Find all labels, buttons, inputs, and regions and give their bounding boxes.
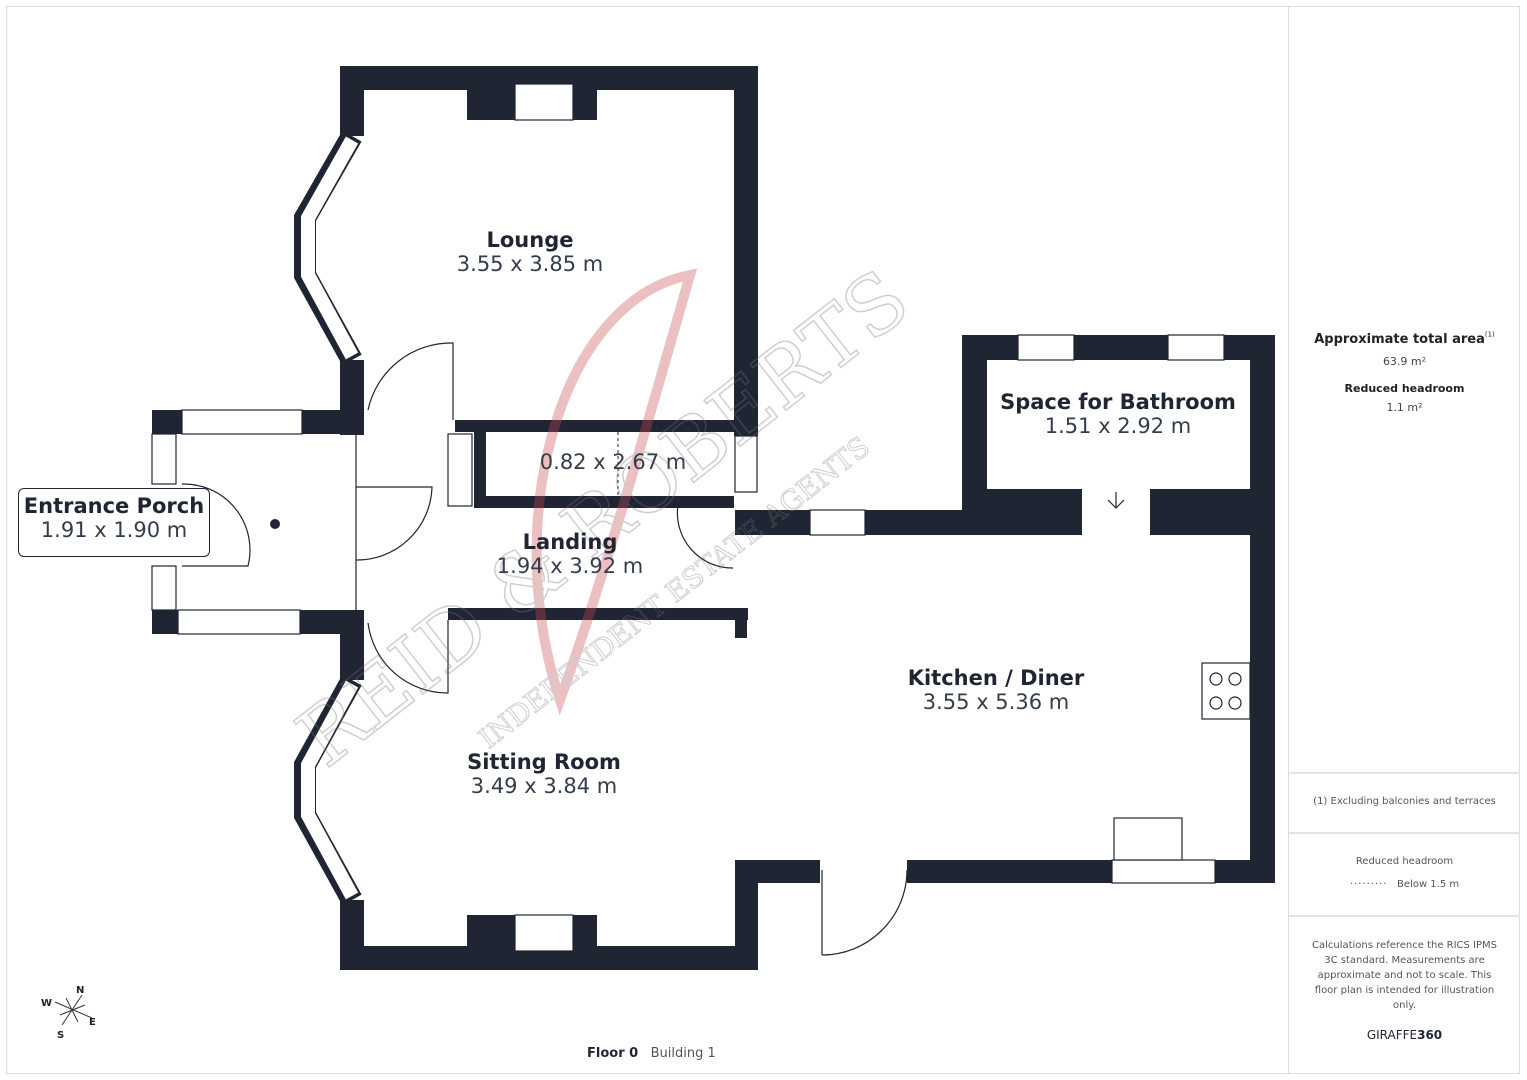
reduced-headroom-value: 1.1 m²	[1386, 401, 1423, 414]
room-lounge: Lounge 3.55 x 3.85 m	[457, 228, 603, 276]
doors	[181, 342, 1125, 956]
compass-e: E	[89, 1017, 96, 1028]
room-name: Kitchen / Diner	[907, 666, 1085, 690]
compass-icon	[54, 994, 93, 1026]
room-dims: 3.55 x 3.85 m	[456, 252, 604, 276]
compass-n: N	[76, 985, 84, 996]
room-sitting-room: Sitting Room 3.49 x 3.84 m	[467, 750, 621, 798]
compass-s: S	[57, 1030, 64, 1041]
room-name: Sitting Room	[467, 750, 621, 774]
legend-item: Below 1.5 m	[1397, 879, 1460, 890]
legend-title: Reduced headroom	[1355, 856, 1454, 867]
footnote: (1) Excluding balconies and terraces	[1313, 796, 1496, 807]
brand-text: GIRAFFE	[1366, 1028, 1418, 1042]
room-entrance-porch: Entrance Porch 1.91 x 1.90 m	[18, 488, 210, 557]
total-area-value: 63.9 m²	[1382, 355, 1427, 368]
building-label: Building 1	[650, 1046, 716, 1061]
total-area-label: Approximate total area	[1314, 332, 1485, 347]
floor-plan: REID & ROBERTS INDEPENDENT ESTATE AGENTS…	[41, 66, 1275, 1041]
room-dims: 3.55 x 5.36 m	[922, 690, 1070, 714]
compass-w: W	[41, 998, 52, 1009]
hob	[1209, 672, 1242, 710]
room-dims: 0.82 x 2.67 m	[539, 450, 687, 474]
floor-footer: Floor 0 Building 1	[587, 1046, 716, 1061]
brand-number: 360	[1417, 1028, 1443, 1042]
room-dims: 1.51 x 2.92 m	[1044, 414, 1192, 438]
room-name: Space for Bathroom	[1000, 390, 1236, 414]
info-panel: Approximate total area(1) 63.9 m² Reduce…	[1288, 6, 1520, 1074]
divider	[1289, 832, 1520, 834]
floor-label: Floor 0	[587, 1046, 639, 1061]
room-landing: Landing 1.94 x 3.92 m	[497, 530, 643, 578]
footnote-ref: (1)	[1484, 330, 1495, 339]
room-name: Entrance Porch	[23, 494, 205, 518]
porch-marker	[270, 519, 280, 529]
divider	[1289, 915, 1520, 917]
room-dims: 3.49 x 3.84 m	[470, 774, 618, 798]
windows	[151, 83, 1251, 952]
room-name: Landing	[522, 530, 618, 554]
room-dims: 1.91 x 1.90 m	[40, 518, 188, 542]
page-frame	[6, 6, 1520, 1074]
reduced-headroom-label: Reduced headroom	[1344, 382, 1465, 395]
room-kitchen-diner: Kitchen / Diner 3.55 x 5.36 m	[908, 666, 1085, 714]
brand-logo: GIRAFFE360	[1289, 1028, 1520, 1042]
room-name: Lounge	[486, 228, 574, 252]
disclaimer: Calculations reference the RICS IPMS 3C …	[1311, 940, 1498, 1011]
room-cupboard: 0.82 x 2.67 m	[540, 450, 686, 474]
room-dims: 1.94 x 3.92 m	[496, 554, 644, 578]
room-bathroom: Space for Bathroom 1.51 x 2.92 m	[1000, 390, 1236, 438]
divider	[1289, 772, 1520, 774]
